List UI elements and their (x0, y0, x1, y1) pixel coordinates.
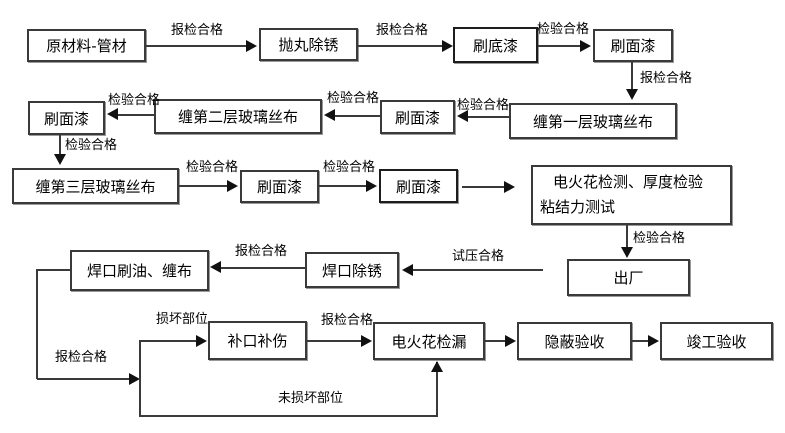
node-spark-leak-detection: 电火花检漏 (373, 322, 485, 360)
test-box-line-2: 粘结力测试 (540, 198, 616, 216)
label-inspect-pass-4: 检验合格 (108, 93, 161, 108)
node-weld-joint-derust: 焊口除锈 (305, 252, 399, 288)
label-inspect-pass-6: 检验合格 (186, 160, 239, 175)
node-completion-acceptance: 竣工验收 (660, 322, 773, 360)
label-damaged-part: 损坏部位 (156, 312, 209, 327)
node-wrap-fiberglass-layer-2: 缠第二层玻璃丝布 (154, 99, 322, 134)
node-brush-topcoat-3: 刷面漆 (28, 101, 105, 135)
node-concealed-work-acceptance: 隐蔽验收 (517, 322, 632, 360)
label-inspect-pass-2: 检验合格 (457, 98, 510, 113)
label-report-pass-2: 报检合格 (376, 23, 429, 38)
node-brush-topcoat-4: 刷面漆 (240, 170, 319, 203)
label-pressure-test-pass: 试压合格 (452, 249, 505, 264)
node-raw-material-pipe: 原材料-管材 (27, 29, 146, 62)
node-brush-topcoat-1: 刷面漆 (593, 29, 673, 62)
node-leave-factory: 出厂 (567, 259, 690, 296)
label-inspect-pass-8: 检验合格 (633, 231, 686, 246)
label-inspect-pass-5: 检验合格 (65, 138, 118, 153)
node-brush-topcoat-2: 刷面漆 (380, 100, 455, 134)
label-inspect-pass-7: 检验合格 (323, 160, 376, 175)
label-report-pass-3: 报检合格 (640, 71, 693, 86)
label-report-pass-4: 报检合格 (235, 244, 288, 259)
label-inspect-pass-3: 检验合格 (327, 91, 380, 106)
test-box-line-1: 电火花检测、厚度检验 (553, 173, 704, 191)
node-wrap-fiberglass-layer-3: 缠第三层玻璃丝布 (12, 168, 179, 204)
label-report-pass-1: 报检合格 (171, 23, 224, 38)
node-shot-blast-derust: 抛丸除锈 (259, 28, 358, 61)
node-brush-topcoat-5: 刷面漆 (379, 169, 458, 203)
label-report-pass-6: 报检合格 (321, 313, 374, 328)
node-spark-thickness-adhesion-test: 电火花检测、厚度检验 粘结力测试 (531, 165, 732, 225)
label-undamaged-part: 未损坏部位 (278, 391, 344, 406)
label-report-pass-5: 报检合格 (55, 350, 108, 365)
node-weld-joint-oil-wrap: 焊口刷油、缠布 (70, 250, 209, 291)
node-brush-primer: 刷底漆 (453, 27, 538, 63)
node-wrap-fiberglass-layer-1: 缠第一层玻璃丝布 (509, 103, 677, 139)
node-joint-damage-repair: 补口补伤 (208, 321, 307, 360)
label-inspect-pass-1: 检验合格 (537, 22, 590, 37)
